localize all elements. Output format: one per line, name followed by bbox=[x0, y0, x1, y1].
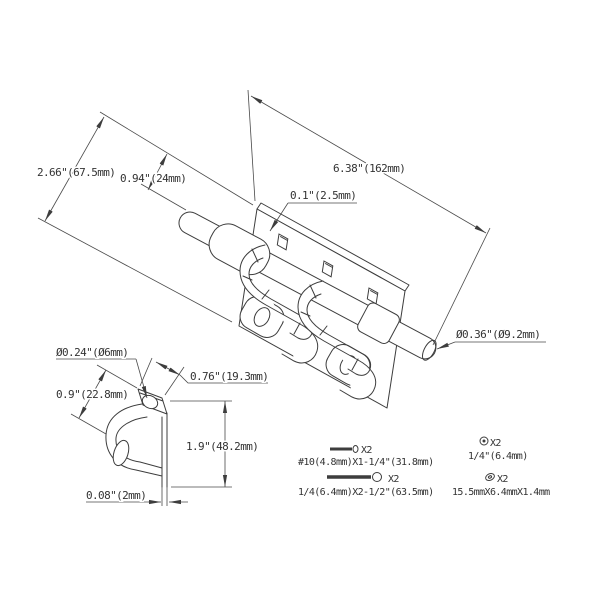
hardware-item-washers: X2 15.5mmX6.4mmX1.4mm bbox=[451, 473, 552, 500]
bolt-rod-assembly bbox=[178, 211, 437, 361]
screw-spec: #10(4.8mm)X1-1/4"(31.8mm) bbox=[298, 457, 434, 468]
washer-spec: 15.5mmX6.4mmX1.4mm bbox=[452, 487, 550, 498]
dimension-plate-width: 2.66"(67.5mm) bbox=[36, 111, 254, 323]
right-rod-collar bbox=[357, 302, 400, 344]
dimension-bracket-hole: Ø0.24"(Ø6mm) bbox=[55, 345, 148, 399]
bolt-qty: X2 bbox=[388, 474, 399, 485]
dim-label-face-length: 0.9"(22.8mm) bbox=[56, 388, 128, 401]
dim-label-overall-height: 1.9"(48.2mm) bbox=[186, 440, 258, 453]
bolt-spec: 1/4(6.4mm)X2-1/2"(63.5mm) bbox=[298, 487, 434, 498]
dimension-overall-height: 1.9"(48.2mm) bbox=[170, 400, 260, 488]
dim-label-bracket-hole: Ø0.24"(Ø6mm) bbox=[56, 346, 128, 359]
main-latch-isometric-view bbox=[178, 202, 437, 409]
bracket-leg bbox=[161, 412, 168, 488]
dim-label-material-thickness: 0.08"(2mm) bbox=[86, 489, 146, 502]
dim-label-overall-length: 6.38"(162mm) bbox=[333, 162, 405, 175]
dim-label-plate-thickness: 0.1"(2.5mm) bbox=[290, 189, 356, 202]
dim-label-tab-length: 0.76"(19.3mm) bbox=[190, 370, 268, 383]
dim-label-rod-offset: 0.94"(24mm) bbox=[120, 172, 186, 185]
hardware-item-nuts: X2 1/4"(6.4mm) bbox=[467, 436, 529, 463]
dimension-tab-length: 0.76"(19.3mm) bbox=[139, 357, 270, 396]
dimension-material-thickness: 0.08"(2mm) bbox=[85, 488, 188, 505]
screw-qty: X2 bbox=[361, 445, 372, 456]
dimension-rod-diameter: Ø0.36"(Ø9.2mm) bbox=[436, 327, 546, 350]
hardware-item-bolts: X2 1/4(6.4mm)X2-1/2"(63.5mm) bbox=[297, 472, 435, 499]
washer-qty: X2 bbox=[497, 474, 508, 485]
main-view-dimensions: 2.66"(67.5mm) 0.94"(24mm) 6.38"(162mm) 0… bbox=[36, 89, 546, 350]
dimension-rod-offset: 0.94"(24mm) bbox=[119, 153, 188, 211]
included-hardware-list: X2 #10(4.8mm)X1-1/4"(31.8mm) X2 1/4(6.4m… bbox=[297, 436, 552, 500]
dimension-face-length: 0.9"(22.8mm) bbox=[55, 364, 138, 435]
bolt-icon bbox=[327, 472, 382, 482]
dim-label-plate-width: 2.66"(67.5mm) bbox=[37, 166, 115, 179]
nut-icon bbox=[479, 436, 489, 446]
nut-qty: X2 bbox=[490, 438, 501, 449]
bracket-tab-hole bbox=[141, 394, 159, 410]
bracket-outer-curve bbox=[105, 403, 163, 477]
bracket-curve-hole bbox=[112, 439, 130, 467]
left-tab-hole bbox=[253, 307, 271, 327]
bracket-inner-curve bbox=[115, 416, 163, 469]
hardware-item-screws: X2 #10(4.8mm)X1-1/4"(31.8mm) bbox=[297, 444, 436, 470]
bolt-rod-tip bbox=[421, 339, 437, 361]
washer-icon bbox=[485, 473, 495, 481]
dim-label-rod-diameter: Ø0.36"(Ø9.2mm) bbox=[456, 328, 540, 341]
screw-icon bbox=[330, 445, 359, 453]
nut-spec: 1/4"(6.4mm) bbox=[468, 451, 528, 462]
dimension-overall-length: 6.38"(162mm) bbox=[247, 89, 491, 346]
dimension-plate-thickness: 0.1"(2.5mm) bbox=[269, 188, 358, 232]
staple-detail-view: Ø0.24"(Ø6mm) 0.76"(19.3mm) 0.9"(22.8mm) … bbox=[55, 345, 270, 506]
